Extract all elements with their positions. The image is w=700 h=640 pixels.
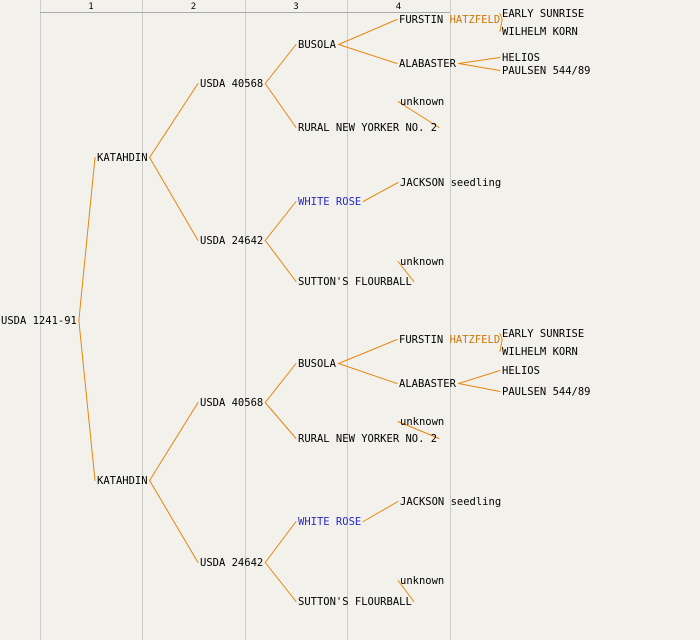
- pedigree-edge: [499, 19, 503, 32]
- generation-label-4: 4: [396, 2, 401, 12]
- pedigree-node-usda24642-2[interactable]: USDA 24642: [200, 557, 263, 569]
- pedigree-edge: [362, 182, 399, 202]
- pedigree-node-usda24642-1[interactable]: USDA 24642: [200, 235, 263, 247]
- pedigree-node-alabaster-1[interactable]: ALABASTER: [399, 58, 457, 70]
- pedigree-edge: [149, 83, 199, 158]
- pedigree-node-wilhelm-1[interactable]: WILHELM KORN: [502, 26, 578, 38]
- pedigree-edge: [397, 421, 440, 439]
- pedigree-edge: [149, 157, 199, 241]
- generation-label-2: 2: [191, 2, 196, 12]
- pedigree-node-unknown-2: unknown: [400, 256, 444, 268]
- pedigree-node-unknown-3: unknown: [400, 416, 444, 428]
- pedigree-node-katahdin-2[interactable]: KATAHDIN: [97, 475, 148, 487]
- edges-layer: [78, 13, 503, 602]
- generation-label-1: 1: [88, 2, 93, 12]
- pedigree-edge: [499, 13, 503, 20]
- pedigree-edge: [338, 44, 398, 64]
- pedigree-edge: [499, 339, 503, 352]
- pedigree-node-furstin-1[interactable]: FURSTIN HATZFELD: [399, 14, 500, 26]
- pedigree-edge: [338, 19, 398, 45]
- pedigree-node-busola-2[interactable]: BUSOLA: [298, 358, 337, 370]
- pedigree-edge: [458, 383, 501, 392]
- pedigree-node-paulsen-1[interactable]: PAULSEN 544/89: [502, 65, 591, 77]
- pedigree-edge: [78, 157, 96, 321]
- pedigree-node-jackson-2[interactable]: JACKSON seedling: [400, 496, 501, 508]
- pedigree-edge: [264, 201, 297, 241]
- pedigree-edge: [362, 501, 399, 522]
- pedigree-node-whiterose-2[interactable]: WHITE ROSE: [298, 516, 361, 528]
- pedigree-node-busola-1[interactable]: BUSOLA: [298, 39, 337, 51]
- pedigree-edge: [264, 402, 297, 439]
- pedigree-edge: [397, 261, 415, 282]
- pedigree-node-suttons-2[interactable]: SUTTON'S FLOURBALL: [298, 596, 412, 608]
- pedigree-edge: [264, 240, 297, 282]
- pedigree-node-rural-2[interactable]: RURAL NEW YORKER NO. 2: [298, 433, 437, 445]
- pedigree-node-katahdin-1[interactable]: KATAHDIN: [97, 152, 148, 164]
- pedigree-edge: [78, 320, 96, 481]
- pedigree-edge: [458, 370, 501, 384]
- pedigree-node-unknown-4: unknown: [400, 575, 444, 587]
- pedigree-node-usda40568-2[interactable]: USDA 40568: [200, 397, 263, 409]
- pedigree-edge: [264, 83, 297, 128]
- pedigree-edge: [397, 101, 440, 128]
- pedigree-edge: [499, 333, 503, 340]
- pedigree-edge: [338, 339, 398, 364]
- grid-layer: 1 2 3 4: [40, 0, 451, 640]
- pedigree-edge: [149, 402, 199, 481]
- pedigree-node-usda40568-1[interactable]: USDA 40568: [200, 78, 263, 90]
- pedigree-edge: [264, 363, 297, 403]
- pedigree-node-rural-1[interactable]: RURAL NEW YORKER NO. 2: [298, 122, 437, 134]
- pedigree-node-paulsen-2[interactable]: PAULSEN 544/89: [502, 386, 591, 398]
- pedigree-node-early-2[interactable]: EARLY SUNRISE: [502, 328, 584, 340]
- pedigree-edge: [458, 57, 501, 64]
- pedigree-node-jackson-1[interactable]: JACKSON seedling: [400, 177, 501, 189]
- pedigree-edge: [397, 580, 415, 602]
- pedigree-node-whiterose-1[interactable]: WHITE ROSE: [298, 196, 361, 208]
- pedigree-edge: [264, 521, 297, 563]
- pedigree-edge: [338, 363, 398, 384]
- pedigree-node-unknown-1: unknown: [400, 96, 444, 108]
- pedigree-node-suttons-1[interactable]: SUTTON'S FLOURBALL: [298, 276, 412, 288]
- pedigree-edge: [264, 562, 297, 602]
- pedigree-edge: [458, 63, 501, 71]
- pedigree-edge: [149, 480, 199, 563]
- pedigree-edge: [264, 44, 297, 84]
- pedigree-node-wilhelm-2[interactable]: WILHELM KORN: [502, 346, 578, 358]
- generation-label-3: 3: [293, 2, 298, 12]
- pedigree-node-helios-2[interactable]: HELIOS: [502, 365, 540, 377]
- pedigree-node-furstin-2[interactable]: FURSTIN HATZFELD: [399, 334, 500, 346]
- pedigree-node-root[interactable]: USDA 1241-91: [1, 315, 77, 327]
- pedigree-node-early-1[interactable]: EARLY SUNRISE: [502, 8, 584, 20]
- pedigree-node-helios-1[interactable]: HELIOS: [502, 52, 540, 64]
- pedigree-node-alabaster-2[interactable]: ALABASTER: [399, 378, 457, 390]
